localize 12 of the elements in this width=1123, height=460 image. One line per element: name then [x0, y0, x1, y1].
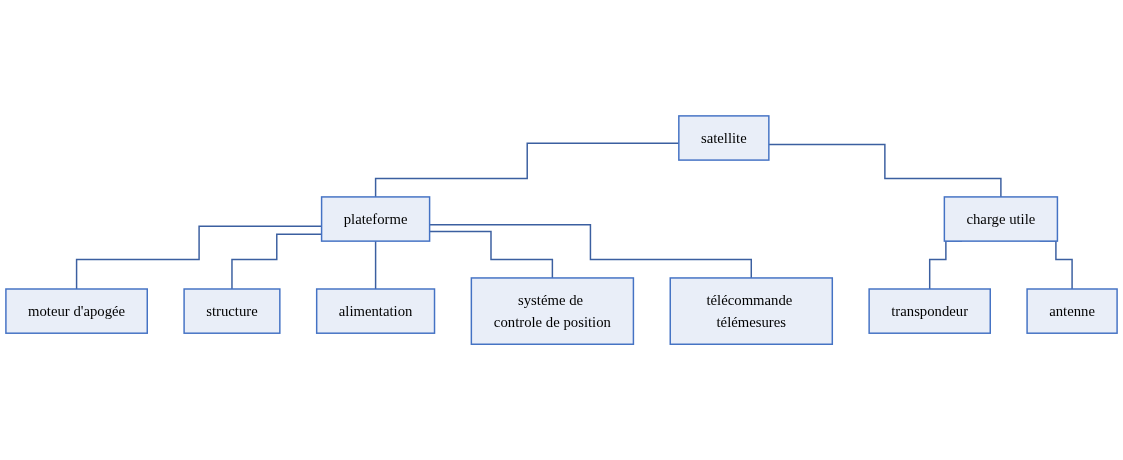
node-box: télécommande télémesures [669, 277, 834, 345]
node-box: antenne [1026, 288, 1118, 334]
node-box: moteur d'apogée [5, 288, 148, 334]
node-box: structure [183, 288, 281, 334]
node-box: systéme de controle de position [470, 277, 635, 345]
connector [374, 240, 377, 290]
node-box: alimentation [315, 288, 436, 334]
node-box: transpondeur [868, 288, 991, 334]
node-box: satellite [678, 115, 770, 161]
connector [768, 143, 1002, 198]
node-box: plateforme [320, 196, 431, 242]
node-box: charge utile [943, 196, 1059, 242]
